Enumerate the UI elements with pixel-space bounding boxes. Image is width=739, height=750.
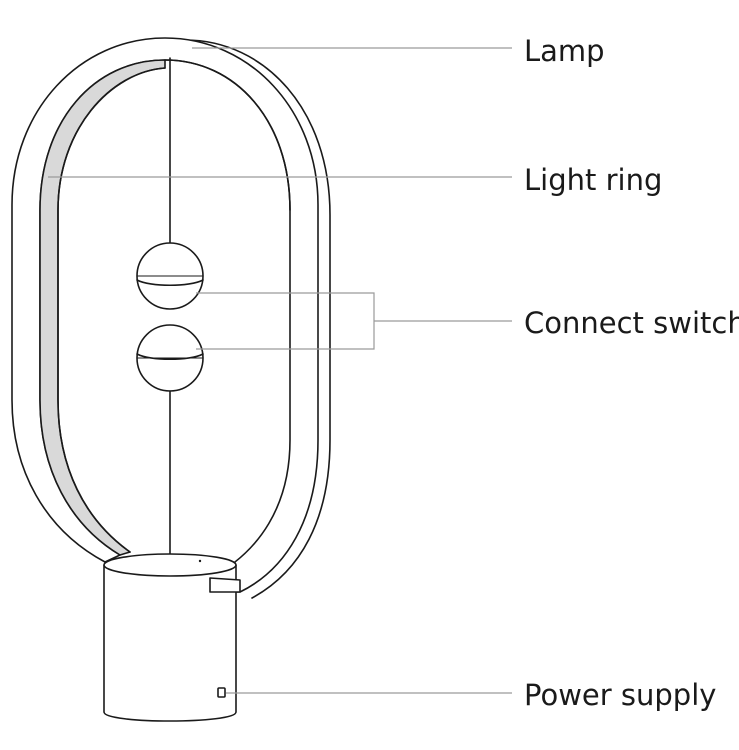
- label-lamp: Lamp: [524, 34, 605, 68]
- power-port: [217, 687, 226, 698]
- lamp-base: [103, 553, 237, 722]
- leader-lines: [48, 47, 512, 694]
- lower-sphere: [136, 324, 204, 392]
- lamp-illustration: [11, 37, 331, 722]
- label-power-supply: Power supply: [524, 678, 716, 712]
- label-connect-switch: Connect switch: [524, 306, 739, 340]
- lamp-frame-back: [184, 39, 331, 599]
- lamp-frame-inner-right: [164, 59, 291, 211]
- leader-line-connect-switch: [196, 292, 512, 350]
- upper-sphere: [136, 242, 204, 310]
- lamp-frame-foot: [209, 577, 241, 593]
- lamp-frame-inner: [57, 67, 166, 553]
- label-light-ring: Light ring: [524, 163, 662, 197]
